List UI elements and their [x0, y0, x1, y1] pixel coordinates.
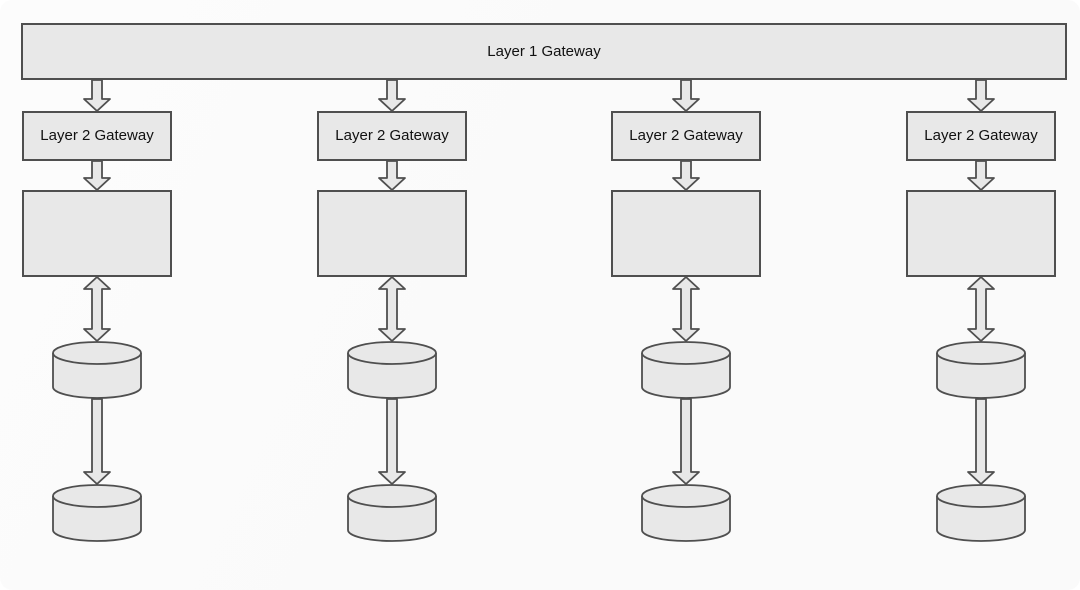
down-arrow-connector	[967, 79, 995, 112]
layer2-gateway-node: Layer 2 Gateway	[906, 111, 1056, 161]
layer2-gateway-label: Layer 2 Gateway	[40, 127, 154, 144]
unlabeled-subsystem-node	[22, 190, 172, 277]
datastore-cylinder-top	[641, 341, 731, 399]
layer2-gateway-node: Layer 2 Gateway	[22, 111, 172, 161]
layer2-gateway-node: Layer 2 Gateway	[317, 111, 467, 161]
gateway-column-4: Layer 2 Gateway	[906, 0, 1056, 590]
datastore-cylinder-bottom	[347, 484, 437, 542]
unlabeled-subsystem-node	[906, 190, 1056, 277]
layer1-gateway-label: Layer 1 Gateway	[487, 42, 601, 60]
layer2-gateway-label: Layer 2 Gateway	[335, 127, 449, 144]
unlabeled-subsystem-node	[317, 190, 467, 277]
datastore-cylinder-bottom	[52, 484, 142, 542]
gateway-column-2: Layer 2 Gateway	[317, 0, 467, 590]
down-arrow-connector	[378, 79, 406, 112]
down-arrow-connector	[83, 160, 111, 191]
down-arrow-connector	[83, 79, 111, 112]
double-headed-arrow-connector	[672, 276, 700, 342]
layer2-gateway-node: Layer 2 Gateway	[611, 111, 761, 161]
double-headed-arrow-connector	[83, 276, 111, 342]
down-arrow-connector	[672, 79, 700, 112]
down-arrow-connector	[378, 160, 406, 191]
gateway-column-1: Layer 2 Gateway	[22, 0, 172, 590]
gateway-column-3: Layer 2 Gateway	[611, 0, 761, 590]
datastore-cylinder-bottom	[641, 484, 731, 542]
long-down-arrow-connector	[83, 398, 111, 485]
double-headed-arrow-connector	[378, 276, 406, 342]
double-headed-arrow-connector	[967, 276, 995, 342]
datastore-cylinder-top	[52, 341, 142, 399]
datastore-cylinder-top	[347, 341, 437, 399]
long-down-arrow-connector	[378, 398, 406, 485]
layer1-gateway-node: Layer 1 Gateway	[21, 23, 1067, 80]
layer2-gateway-label: Layer 2 Gateway	[629, 127, 743, 144]
long-down-arrow-connector	[967, 398, 995, 485]
down-arrow-connector	[672, 160, 700, 191]
datastore-cylinder-top	[936, 341, 1026, 399]
long-down-arrow-connector	[672, 398, 700, 485]
unlabeled-subsystem-node	[611, 190, 761, 277]
datastore-cylinder-bottom	[936, 484, 1026, 542]
layer2-gateway-label: Layer 2 Gateway	[924, 127, 1038, 144]
down-arrow-connector	[967, 160, 995, 191]
